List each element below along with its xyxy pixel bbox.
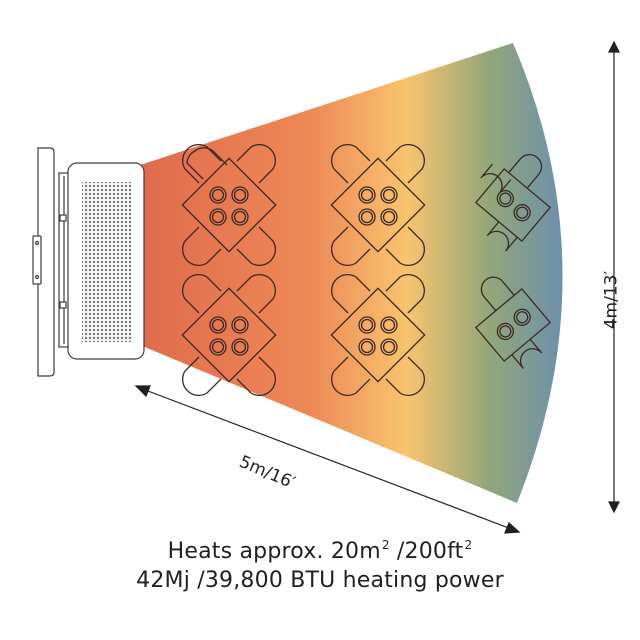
depth-dimension-arrow (134, 385, 521, 534)
superscript-2: 2 (464, 538, 473, 552)
table-group-rect-1 (474, 154, 552, 252)
table-group-square-4 (330, 274, 426, 396)
width-dimension-label: 4m/13′ (601, 270, 622, 330)
table-group-square-3 (181, 274, 277, 396)
heat-zone (140, 43, 563, 503)
coverage-area-caption: Heats approx. 20m2 /200ft2 (0, 538, 640, 564)
superscript-1: 2 (381, 538, 390, 552)
table-group-square-1 (181, 144, 277, 266)
width-dimension-arrow (608, 40, 620, 514)
heating-power-caption: 42Mj /39,800 BTU heating power (136, 568, 504, 593)
table-group-square-2 (330, 144, 426, 266)
wall-mounted-heater-icon (32, 147, 145, 377)
table-group-rect-2 (474, 276, 552, 369)
coverage-area-text: Heats approx. 20m (167, 539, 381, 564)
coverage-area-imperial: /200ft (389, 539, 464, 564)
